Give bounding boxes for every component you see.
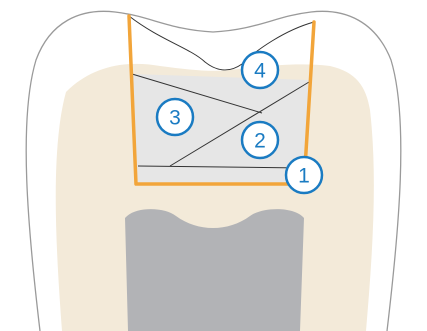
- badge-3: 3: [157, 99, 193, 135]
- badge-4-label: 4: [254, 60, 266, 83]
- badge-4: 4: [242, 52, 278, 88]
- badge-2-label: 2: [254, 130, 266, 153]
- badge-2: 2: [242, 122, 278, 158]
- badge-3-label: 3: [169, 107, 181, 130]
- badge-1: 1: [286, 157, 322, 193]
- badge-1-label: 1: [298, 165, 310, 188]
